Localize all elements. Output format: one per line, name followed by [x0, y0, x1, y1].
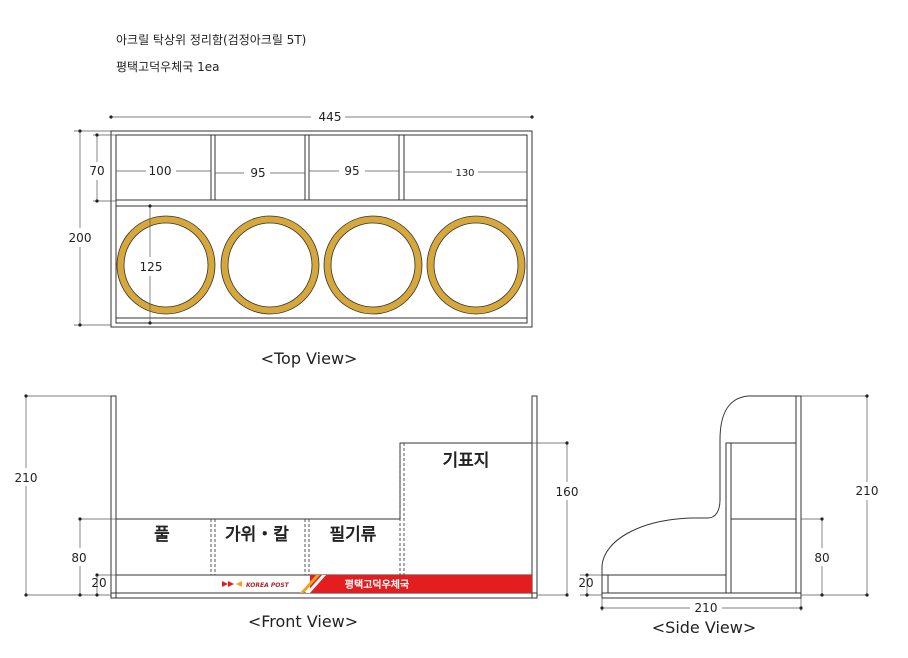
product-subtitle: 평택고덕우체국 1ea [116, 60, 220, 74]
top-outer-frame [110, 130, 533, 328]
side-front-wall [725, 442, 732, 594]
side-height-label: 210 [856, 484, 879, 498]
circle-dia-label: 125 [140, 260, 163, 274]
logo-text: KOREA POST [246, 582, 290, 589]
side-outer-profile [601, 395, 796, 593]
korea-post-logo: KOREA POST [222, 581, 290, 589]
ring-2 [220, 215, 320, 315]
front-left-panel [110, 395, 117, 599]
label-pens: 필기류 [330, 525, 377, 545]
top-wall-1 [210, 134, 216, 201]
front-red-band [310, 575, 532, 593]
comp-4-label: 130 [455, 168, 474, 179]
top-dimension-lines [74, 116, 532, 326]
logo-swoosh-white [306, 575, 326, 593]
front-low-label: 80 [71, 551, 86, 565]
front-dimension-dots [24, 394, 569, 597]
front-view [110, 395, 538, 599]
comp-3-label: 95 [344, 164, 359, 178]
label-scissors: 가위・칼 [225, 525, 289, 545]
comp-2-label: 95 [250, 166, 265, 180]
top-view [110, 130, 533, 328]
front-dimension-lines [25, 395, 568, 596]
logo-swoosh-orange [300, 575, 320, 593]
top-row-height-label: 70 [89, 164, 104, 178]
side-dimension-lines [580, 395, 868, 611]
ring-1 [116, 215, 216, 315]
side-base-label: 20 [578, 576, 593, 590]
top-shelf-divider [115, 199, 528, 207]
top-wall-2 [304, 134, 310, 201]
side-base [601, 592, 802, 599]
top-height-label: 200 [69, 231, 92, 245]
side-view-caption: <Side View> [652, 618, 756, 637]
top-wall-3 [398, 134, 405, 201]
ring-4 [426, 215, 526, 315]
comp-1-label: 100 [149, 164, 172, 178]
label-glue: 풀 [154, 525, 170, 545]
front-base-label: 20 [91, 576, 106, 590]
side-dimension-dots [585, 394, 869, 610]
product-title: 아크릴 탁상위 정리함(검정아크릴 5T) [116, 33, 307, 47]
front-partitions [210, 443, 405, 575]
front-base [110, 592, 538, 599]
side-back-panel [795, 395, 802, 594]
side-depth-label: 210 [695, 601, 718, 615]
label-tabs: 기표지 [443, 451, 490, 471]
top-width-label: 445 [319, 110, 342, 124]
front-height-label: 210 [15, 471, 38, 485]
ring-3 [323, 215, 423, 315]
side-low-label: 80 [814, 551, 829, 565]
front-high-label: 160 [556, 485, 579, 499]
side-view [601, 395, 802, 599]
top-rings [116, 215, 526, 315]
front-right-panel [531, 395, 538, 599]
band-text: 평택고덕우체국 [345, 578, 409, 591]
top-inner-frame [115, 134, 528, 324]
front-view-caption: <Front View> [248, 612, 358, 631]
top-view-caption: <Top View> [261, 349, 358, 368]
